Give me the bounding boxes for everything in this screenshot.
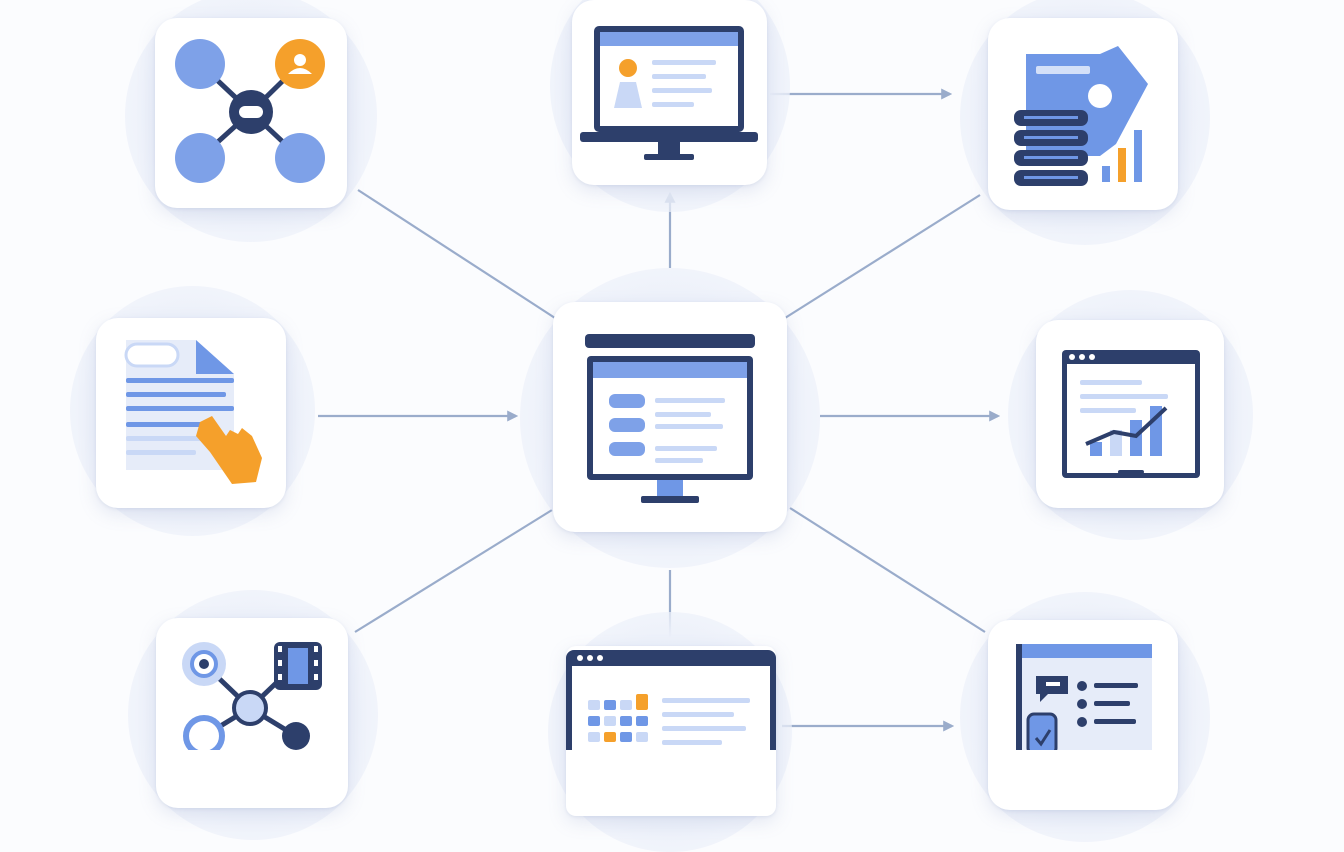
- document-touch-card: [96, 318, 286, 508]
- analytics-window-card: [1036, 320, 1224, 508]
- user-profile-laptop-icon: [580, 26, 758, 160]
- connector-center-to-top-right: [784, 194, 981, 319]
- workflow-diagram: [70, 0, 1253, 852]
- media-network-icon: [182, 642, 322, 750]
- network-hub-card: [155, 18, 347, 208]
- user-profile-laptop-card: [572, 0, 767, 185]
- dashboard-monitor-icon: [585, 334, 755, 503]
- connector-layer: [318, 88, 1001, 732]
- analytics-window-icon: [1062, 350, 1200, 478]
- document-touch-icon: [124, 340, 262, 484]
- chat-checklist-card: [988, 620, 1178, 810]
- network-hub-icon: [175, 39, 325, 183]
- database-report-icon: [1014, 46, 1148, 186]
- data-grid-window-icon: [566, 650, 776, 750]
- chat-checklist-icon: [1016, 644, 1152, 750]
- data-grid-window-card: [566, 646, 776, 816]
- database-report-card: [988, 18, 1178, 210]
- dashboard-monitor-card: [553, 302, 787, 532]
- connector-center-to-bottom-right: [789, 507, 986, 633]
- connector-top-left-to-center: [357, 189, 556, 319]
- media-network-card: [156, 618, 348, 808]
- connector-center-to-bottom-left: [354, 509, 553, 633]
